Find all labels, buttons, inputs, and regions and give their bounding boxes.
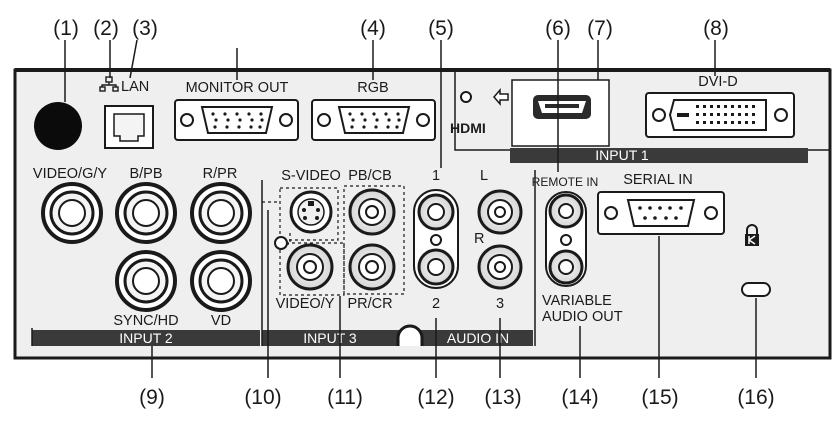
pr-cr-label: PR/CR <box>347 296 392 312</box>
s-video-label: S-VIDEO <box>281 168 341 184</box>
rca-pb-cb <box>348 188 396 236</box>
input2-bar <box>32 330 260 346</box>
callout-15: (15) <box>641 386 678 409</box>
callout-13: (13) <box>484 386 521 409</box>
rca-audio-3-l <box>477 189 523 235</box>
input2-label: INPUT 2 <box>119 330 173 346</box>
callout-9: (9) <box>139 386 165 409</box>
video-y-label: VIDEO/Y <box>276 296 335 312</box>
bnc-r-pr <box>190 182 252 244</box>
dvi-d-port <box>645 92 795 138</box>
kensington-lock-icon <box>745 224 759 246</box>
callout-3: (3) <box>132 17 158 40</box>
callout-numbers: (1) (2) (3) (4) (5) (6) (7) (8) (9) (10)… <box>53 17 775 409</box>
input1-bar <box>510 148 808 163</box>
vd-label: VD <box>211 313 231 329</box>
callout-10: (10) <box>244 386 281 409</box>
rca-audio-3-r <box>477 244 523 290</box>
audio-out-label: AUDIO OUT <box>542 309 623 325</box>
rca-audio-1 <box>417 193 455 231</box>
callout-1: (1) <box>53 17 79 40</box>
s-video-port <box>289 190 333 234</box>
callout-12: (12) <box>417 386 454 409</box>
callout-16: (16) <box>737 386 774 409</box>
rca-audio-2 <box>417 248 455 286</box>
hdmi-release-icon <box>460 87 509 107</box>
callout-4: (4) <box>360 17 386 40</box>
callout-5: (5) <box>428 17 454 40</box>
callout-11: (11) <box>327 386 363 409</box>
audio-r-label: R <box>474 231 484 247</box>
monitor-out-label: MONITOR OUT <box>186 80 289 96</box>
input1-label: INPUT 1 <box>595 147 649 163</box>
rca-pr-cr <box>348 243 396 291</box>
bnc-vd <box>190 250 252 312</box>
monitor-out-port <box>174 99 299 141</box>
security-slot <box>741 282 771 297</box>
audio-1-label: 1 <box>432 168 440 184</box>
serial-in-port <box>597 191 725 235</box>
callout-2: (2) <box>93 17 119 40</box>
audio-2-label: 2 <box>432 296 440 312</box>
callout-7: (7) <box>587 17 613 40</box>
audio-in-bar <box>415 330 533 346</box>
audio-3-label: 3 <box>496 296 504 312</box>
sync-hd-label: SYNC/HD <box>113 313 178 329</box>
pb-cb-label: PB/CB <box>348 168 392 184</box>
rca-video-y <box>286 243 334 291</box>
hdmi-port <box>511 79 610 147</box>
bnc-b-pb <box>115 182 177 244</box>
variable-label: VARIABLE <box>542 293 612 309</box>
audio-l-label: L <box>480 168 488 184</box>
dvi-d-label: DVI-D <box>698 74 737 90</box>
r-pr-label: R/PR <box>203 166 238 182</box>
audio-in-label: AUDIO IN <box>447 330 509 346</box>
callout-14: (14) <box>561 386 598 409</box>
callout-6: (6) <box>545 17 571 40</box>
bnc-sync-hd <box>115 250 177 312</box>
rgb-port <box>311 99 436 141</box>
lan-icon <box>99 76 119 92</box>
lan-label: LAN <box>121 79 149 95</box>
remote-in-label: REMOTE IN <box>532 175 599 189</box>
callout-leaders <box>64 39 757 378</box>
bnc-video-g-y <box>41 182 103 244</box>
rgb-label: RGB <box>357 80 388 96</box>
callout-8: (8) <box>703 17 729 40</box>
video-g-y-label: VIDEO/G/Y <box>33 166 107 182</box>
input3-label: INPUT 3 <box>303 330 357 346</box>
serial-in-label: SERIAL IN <box>623 172 693 188</box>
audio-out-jack <box>548 249 584 285</box>
hdmi-logo: HDMI <box>450 120 486 136</box>
ir-receiver <box>34 102 82 150</box>
remote-in-jack <box>548 193 584 229</box>
input3-bar <box>262 330 402 346</box>
b-pb-label: B/PB <box>129 166 162 182</box>
